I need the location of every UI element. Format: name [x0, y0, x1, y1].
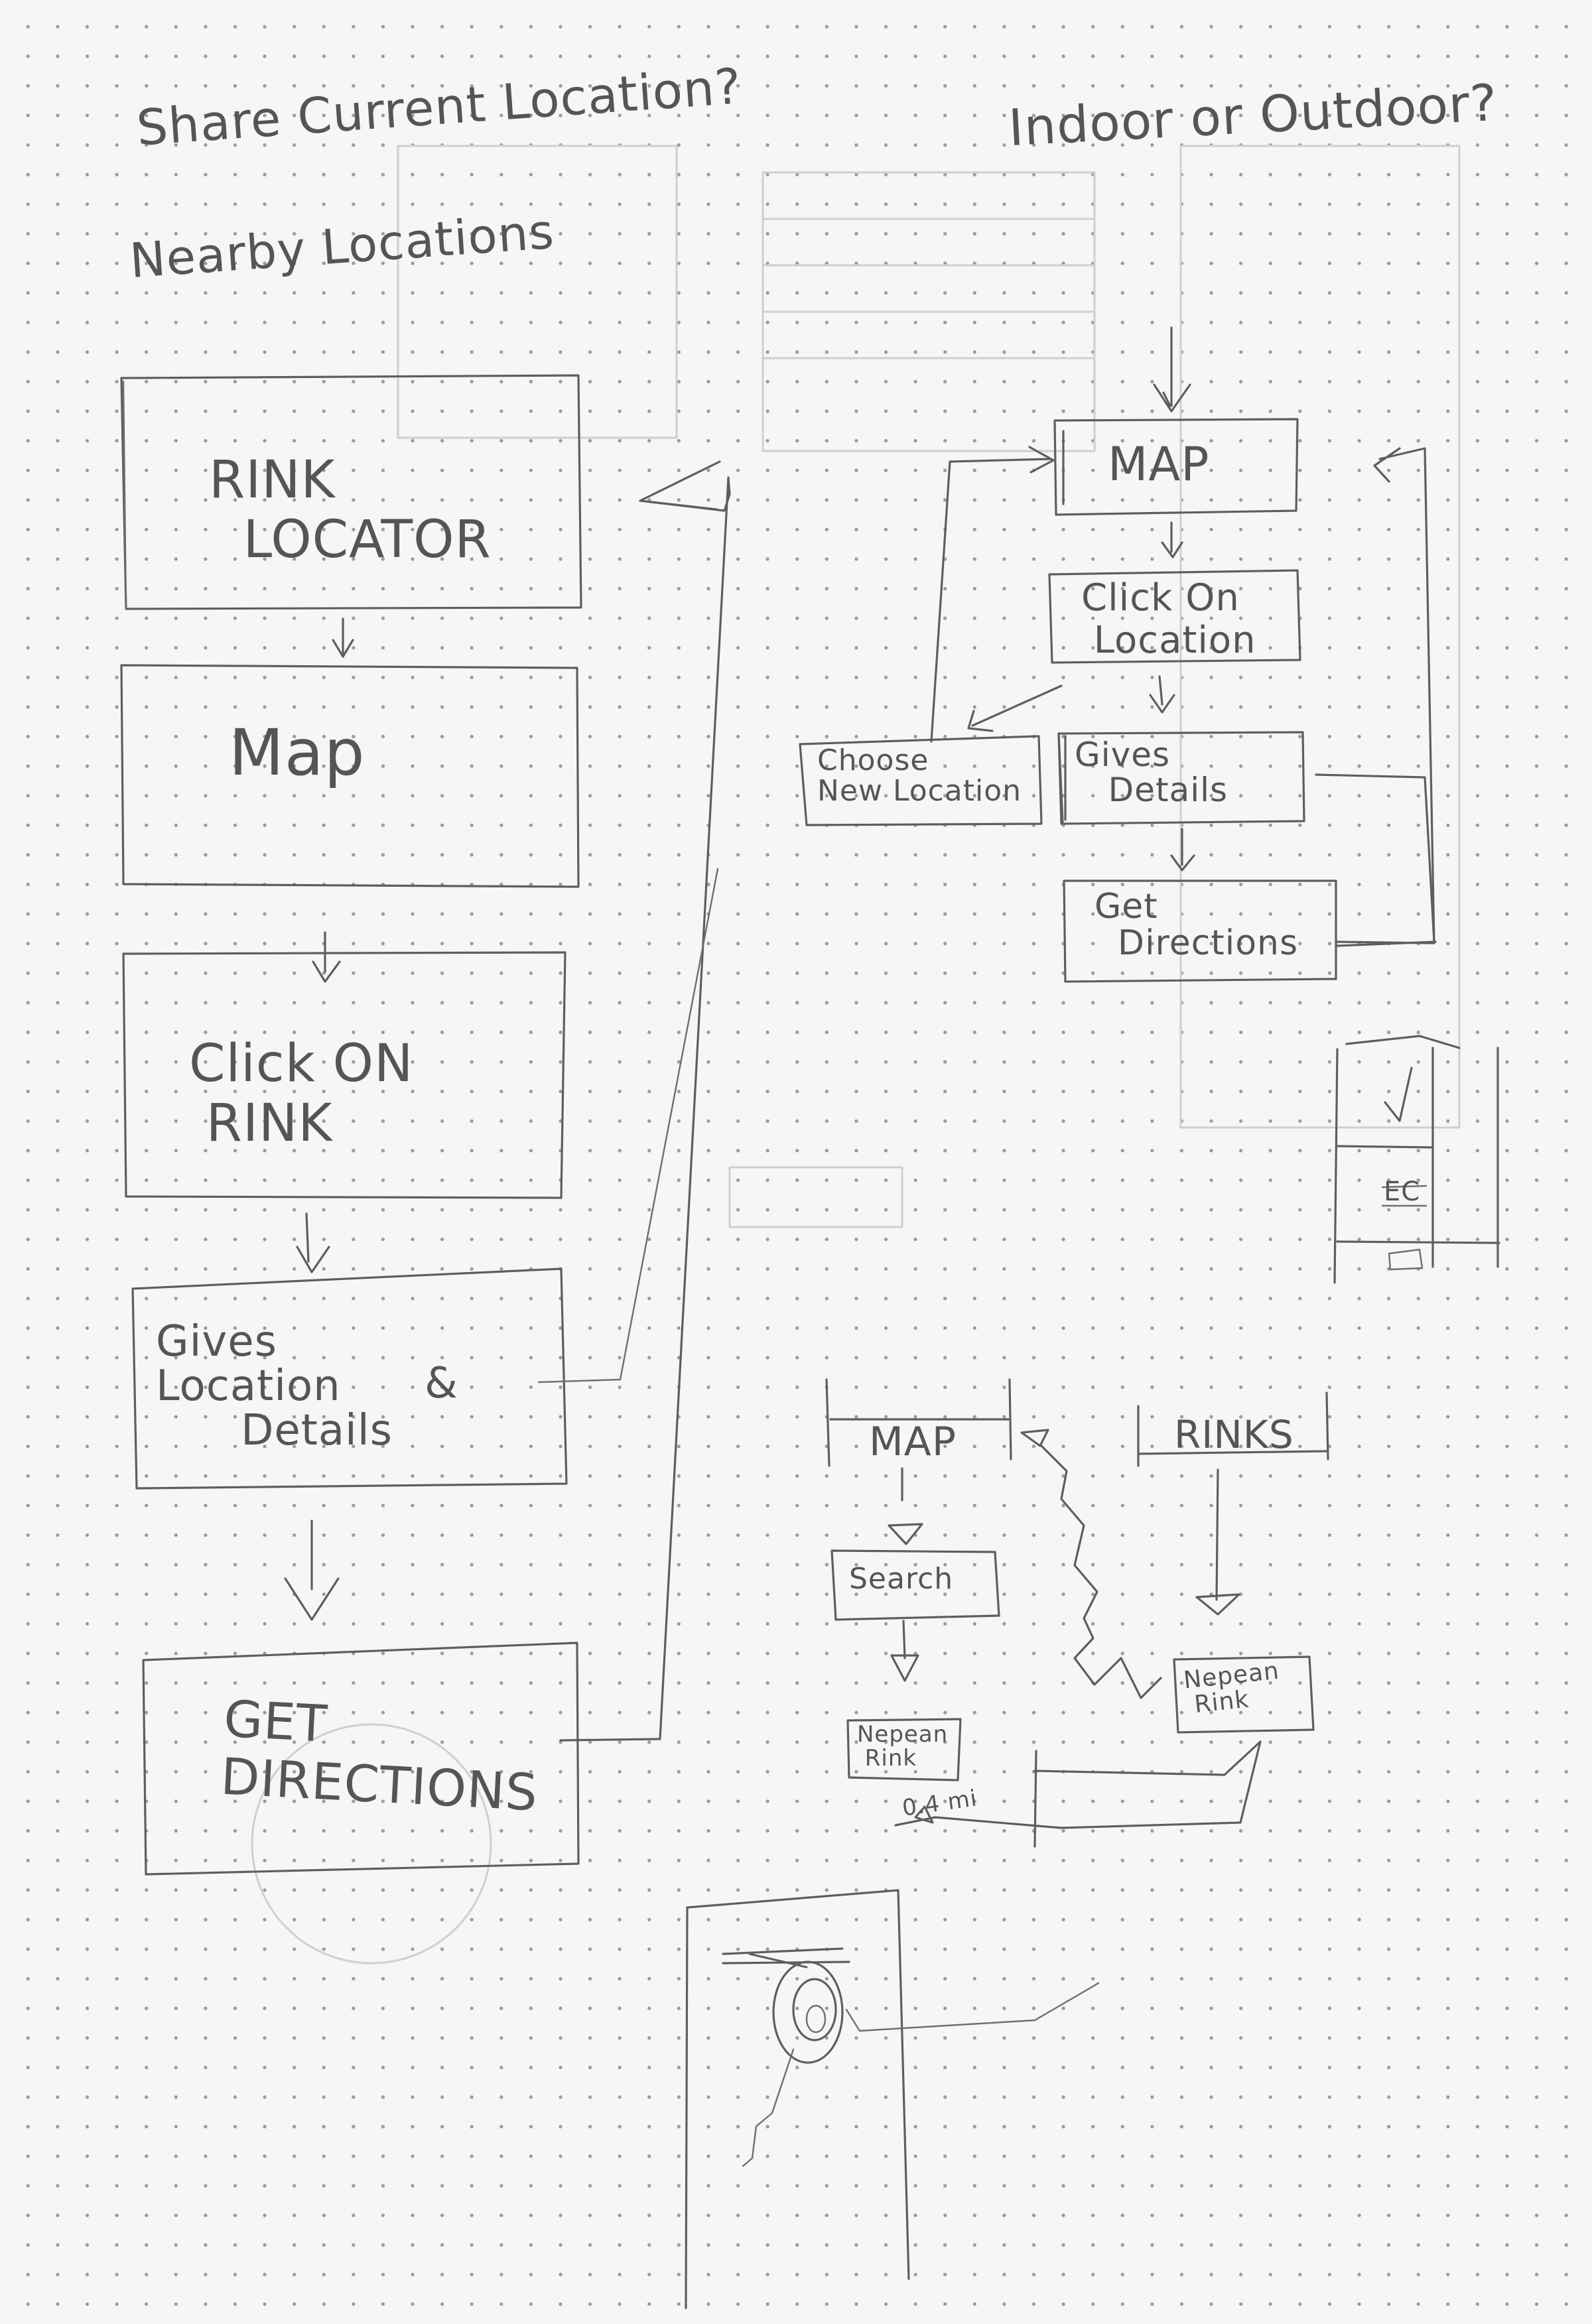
arrow-down-4: [284, 1519, 340, 1621]
result-box-right: [1173, 1655, 1315, 1734]
choose-new-location-label: Choose New Location: [817, 743, 1022, 808]
gives-details-label-right: Gives Details: [1075, 736, 1228, 809]
right-flow-shapes: [799, 326, 1437, 983]
gives-details-label: Gives Location Details: [156, 1317, 393, 1456]
arrow-down-2: [312, 931, 341, 983]
gives-details-box: [131, 1267, 568, 1490]
map-box-right: [1053, 418, 1299, 516]
click-on-location-label: Click On Location: [1081, 576, 1256, 663]
nepean-rink-right-label: Nepean Rink: [1182, 1657, 1281, 1720]
ampersand-note: &: [425, 1359, 458, 1408]
rinks-tab-label: RINKS: [1174, 1412, 1294, 1457]
details-loop-arrow: [1315, 773, 1437, 947]
return-loop-arrow: [559, 460, 731, 1742]
arrow-down-3: [296, 1212, 330, 1273]
map-label-left: Map: [229, 716, 365, 790]
bottom-flow-shapes: [825, 1378, 1329, 1848]
left-flow-shapes: [120, 374, 731, 1876]
rink-locator-label: RINK LOCATOR: [209, 450, 492, 570]
arrow-to-gives-details: [1149, 675, 1175, 714]
phone-sketch: [685, 1889, 1100, 2309]
map-to-search-arrow: [888, 1467, 923, 1545]
arrow-down-1: [332, 617, 354, 658]
search-to-result-arrow: [890, 1620, 919, 1682]
directions-loop-arrow: [1335, 447, 1435, 944]
get-directions-label: GET DIRECTIONS: [219, 1689, 540, 1823]
get-directions-box-right: [1063, 879, 1337, 983]
rinks-to-result-arrow: [1195, 1468, 1240, 1616]
nepean-rink-left-label: Nepean Rink: [857, 1721, 949, 1772]
bottom-link-path: [894, 1740, 1262, 1829]
map-label-right: MAP: [1108, 437, 1210, 491]
click-location-box: [1048, 569, 1301, 664]
get-directions-label-right: Get Directions: [1094, 887, 1299, 963]
arrow-to-choose: [967, 684, 1063, 732]
entry-arrow: [1153, 326, 1191, 413]
search-box: [830, 1549, 1000, 1621]
arrow-to-get-directions: [1170, 828, 1195, 871]
arrow-to-click-location: [1161, 521, 1183, 558]
bleed-through-marks: [251, 145, 1461, 1965]
squiggle-link: [1039, 1443, 1162, 1699]
click-on-rink-label: Click ON RINK: [189, 1034, 414, 1153]
map-box-left: [120, 664, 580, 888]
side-row-label-1: EC: [1384, 1177, 1421, 1207]
click-on-rink-box: [122, 951, 566, 1199]
choose-loop-arrow: [930, 446, 1055, 743]
search-label: Search: [849, 1562, 954, 1596]
choose-location-box: [799, 735, 1043, 826]
map-tab-label: MAP: [869, 1419, 957, 1465]
get-directions-box: [142, 1642, 580, 1876]
result-box-left: [846, 1718, 962, 1781]
map-tab-box: [825, 1378, 1012, 1467]
side-mini-sketch: [1333, 1035, 1500, 1284]
rinks-tab-box: [1137, 1391, 1329, 1467]
